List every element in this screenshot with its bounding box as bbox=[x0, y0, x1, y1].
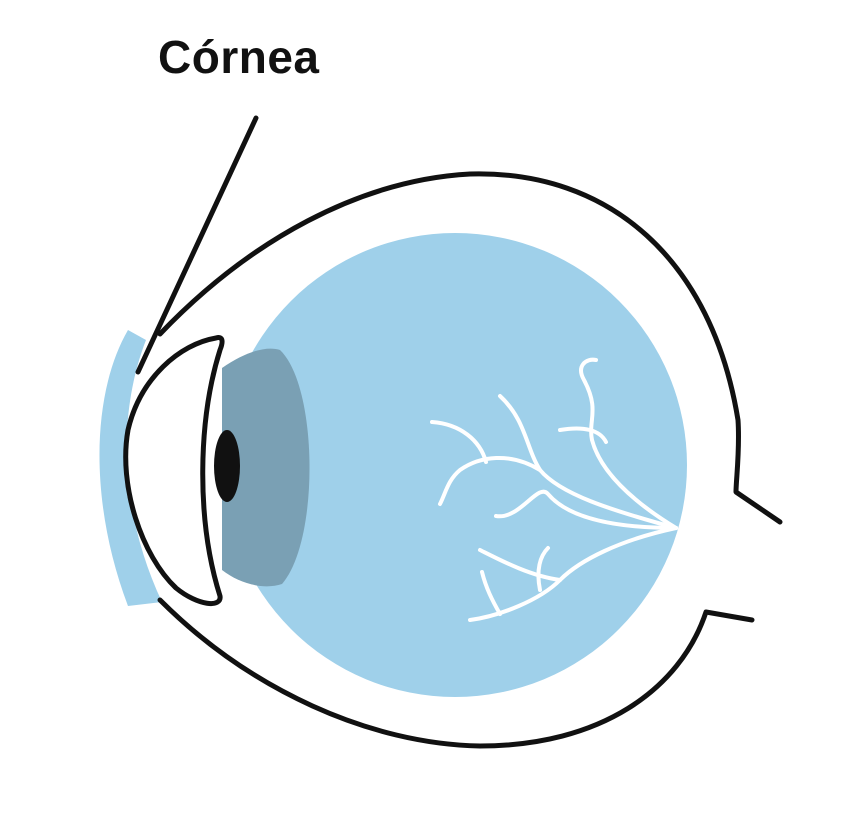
sclera-outline-top bbox=[157, 171, 783, 525]
eyeball-interior bbox=[223, 233, 687, 697]
lens-shape bbox=[123, 335, 225, 607]
iris-shape bbox=[222, 348, 310, 587]
sclera-outline-bottom bbox=[157, 597, 755, 749]
cornea-label: Córnea bbox=[158, 31, 320, 83]
cornea-shape bbox=[99, 330, 162, 606]
retinal-vessels bbox=[430, 357, 678, 622]
cornea-leader-line bbox=[135, 115, 259, 375]
pupil-shape bbox=[214, 430, 240, 502]
